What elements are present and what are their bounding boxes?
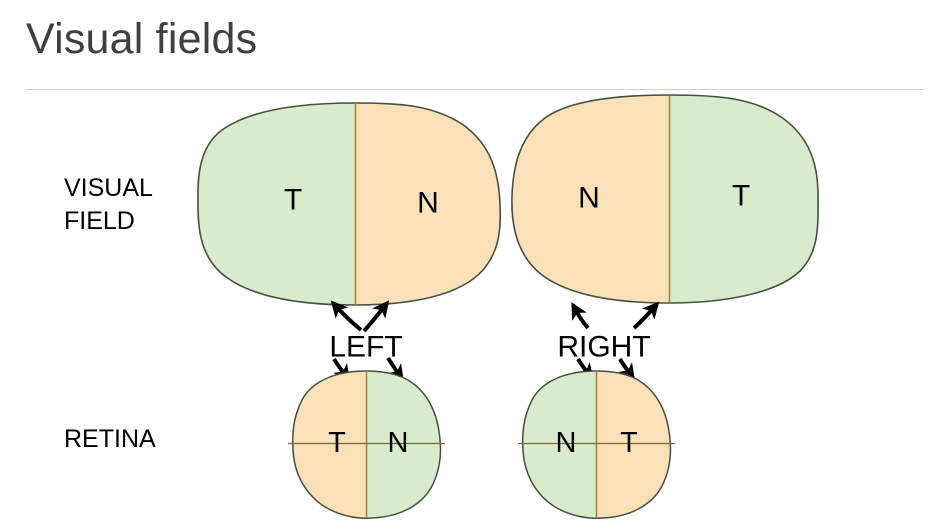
left-arrow-up-right <box>362 300 390 333</box>
left-visual-field-temporal-half <box>197 103 356 305</box>
row-label-visual-field: VISUAL FIELD <box>64 174 153 235</box>
right-visual-field-temporal-half <box>669 95 819 303</box>
left-arrow-up-left <box>330 300 363 332</box>
right-visual-field: N T <box>511 94 819 304</box>
left-retina: T N <box>288 370 445 519</box>
page-title: Visual fields <box>26 15 258 63</box>
left-retina-temporal-half <box>292 371 367 519</box>
left-visual-field-nasal-letter: N <box>417 187 439 220</box>
title-divider <box>26 89 924 90</box>
left-eye-label: LEFT <box>329 331 402 364</box>
right-retina: N T <box>518 370 675 519</box>
right-eye-label: RIGHT <box>557 331 650 364</box>
left-retina-outline <box>291 370 442 519</box>
right-visual-field-temporal-letter: T <box>732 180 750 213</box>
right-visual-field-nasal-letter: N <box>578 182 600 215</box>
row-label-retina: RETINA <box>64 425 156 453</box>
left-eye-projection-arrows: LEFT <box>329 300 404 382</box>
right-retina-outline <box>521 370 672 519</box>
left-retina-nasal-letter: N <box>388 427 409 459</box>
right-arrow-up-left <box>571 302 590 330</box>
right-arrow-up-right <box>632 301 660 330</box>
left-visual-field: T N <box>197 102 502 306</box>
right-visual-field-nasal-half <box>511 95 670 303</box>
right-eye-projection-arrows: RIGHT <box>557 301 660 381</box>
right-retina-temporal-letter: T <box>620 427 638 459</box>
left-retina-temporal-letter: T <box>328 427 346 459</box>
left-visual-field-temporal-letter: T <box>284 184 302 217</box>
right-retina-nasal-letter: N <box>556 427 577 459</box>
